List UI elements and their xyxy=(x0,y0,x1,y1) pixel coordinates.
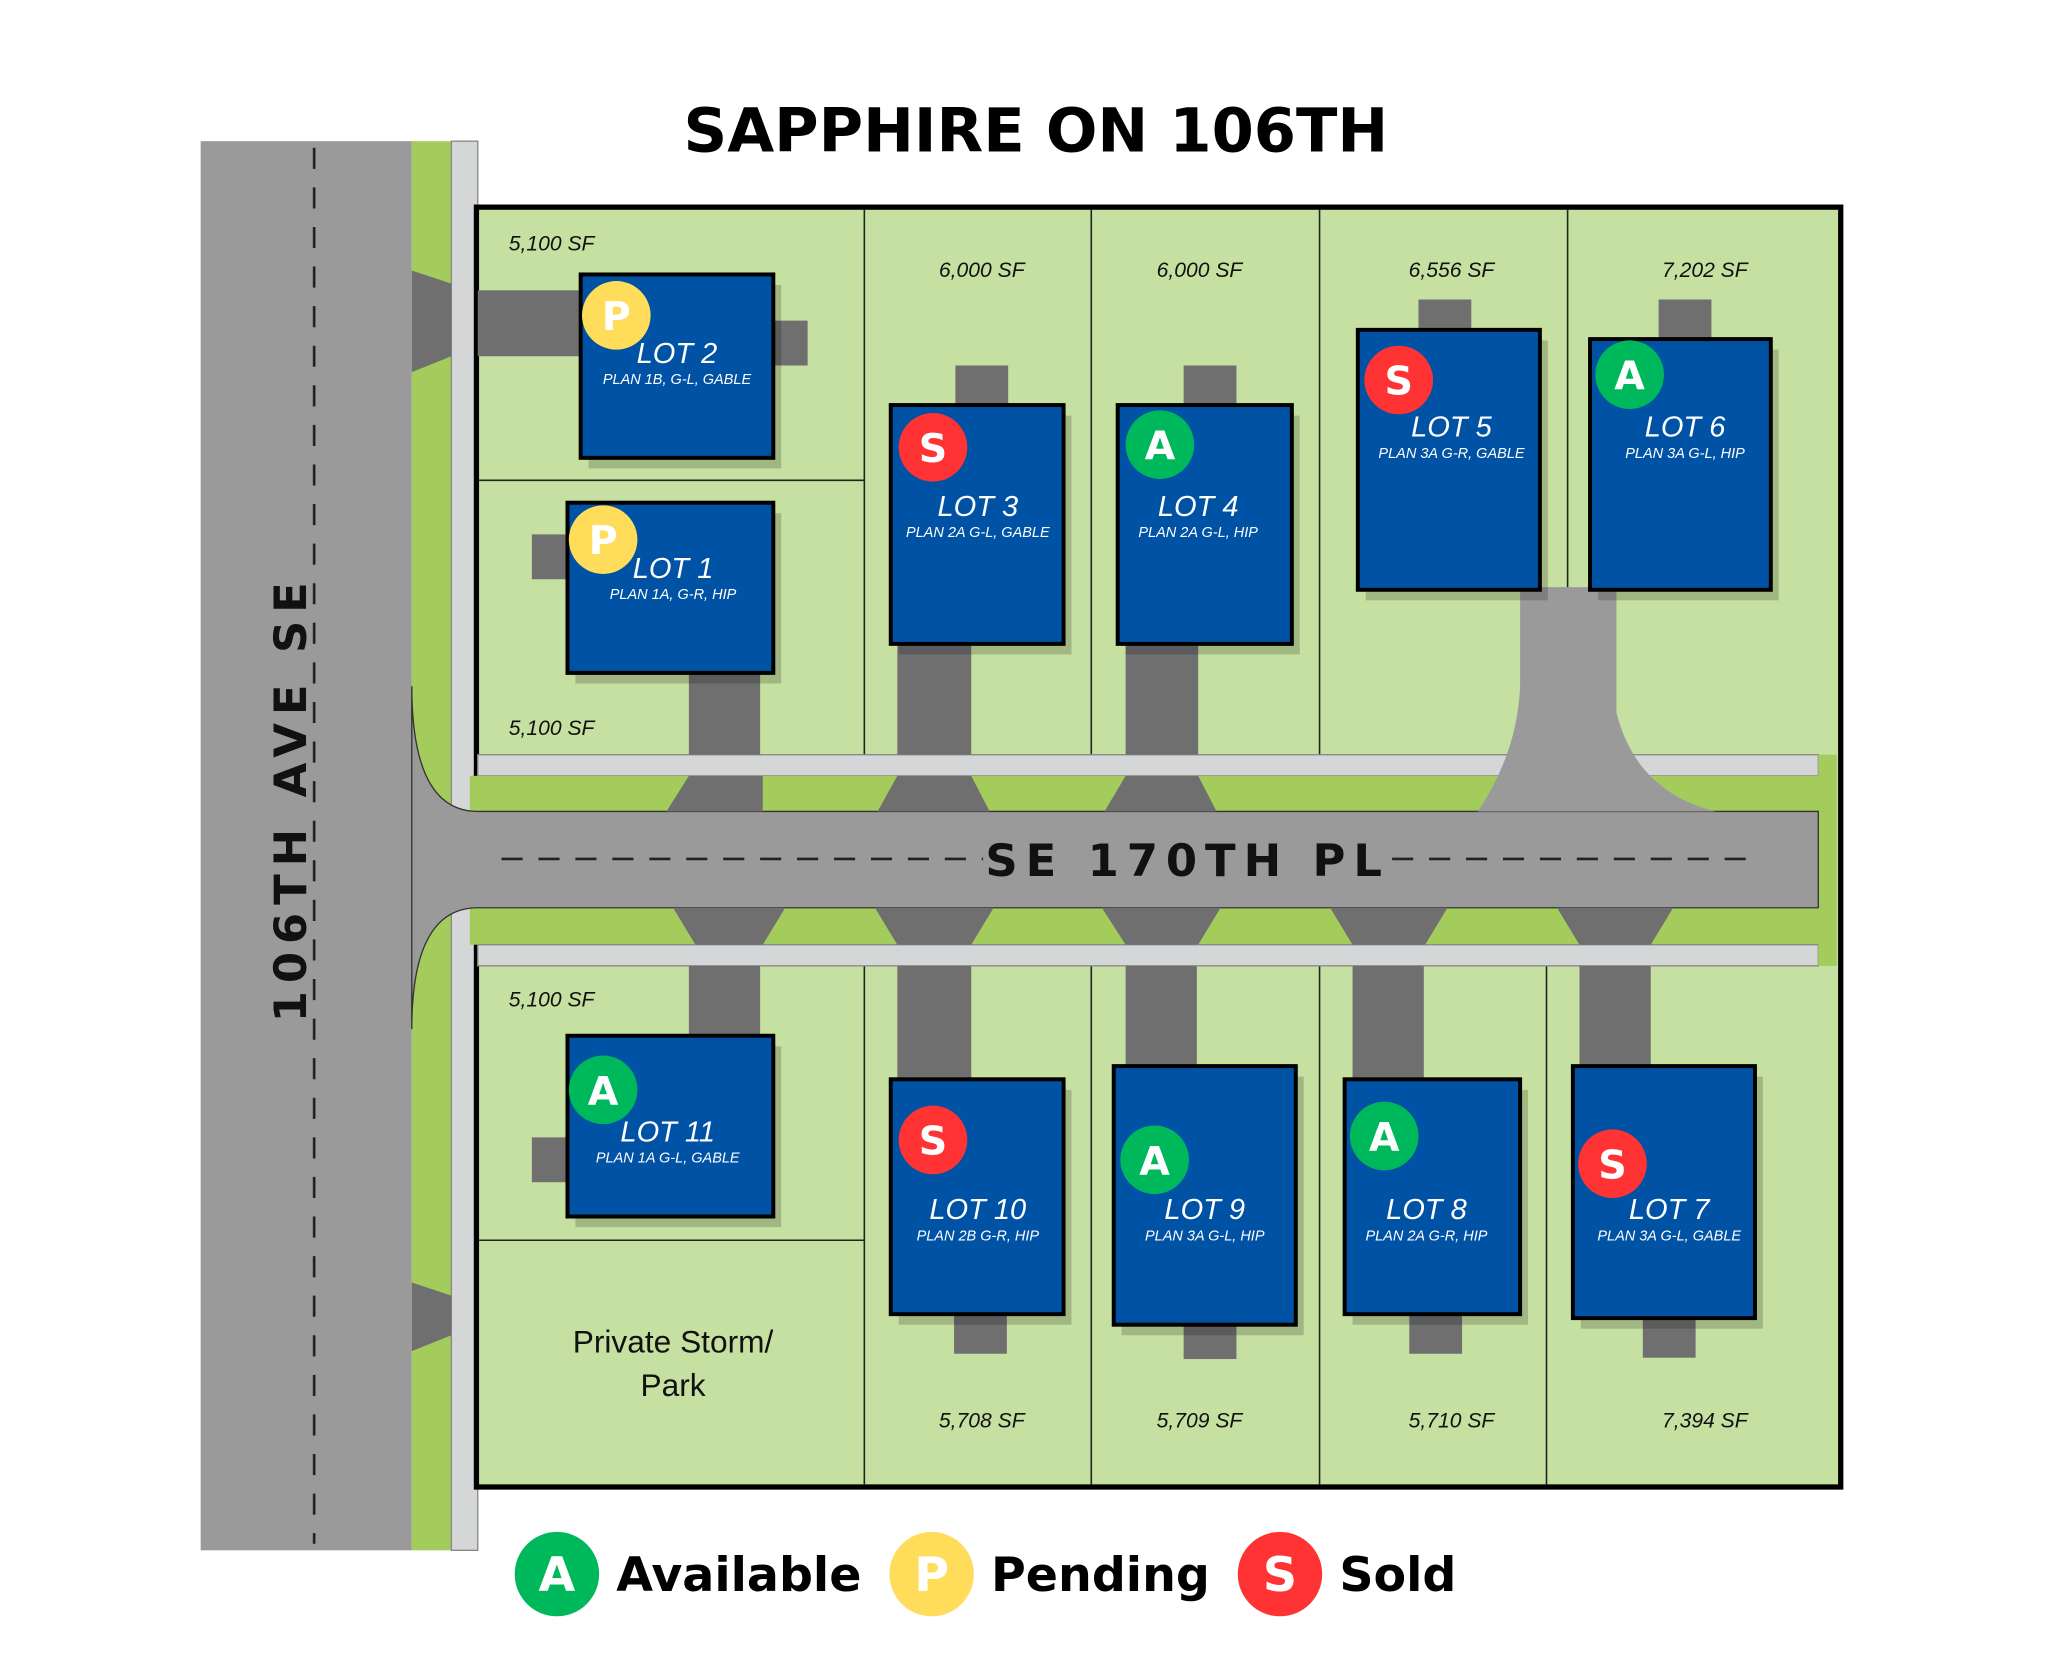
driveways xyxy=(477,290,1712,1360)
lot-plan: PLAN 1B, G-L, GABLE xyxy=(603,372,752,388)
avenue-106th: 106TH AVE SE xyxy=(200,140,479,1551)
lot-plan: PLAN 2A G-L, GABLE xyxy=(906,525,1050,541)
lot-area: 5,100 SF xyxy=(509,989,596,1012)
lot-label: LOT 5 xyxy=(1411,412,1492,444)
legend-label: Sold xyxy=(1339,1548,1456,1603)
lot-label: LOT 10 xyxy=(929,1194,1026,1226)
status-badge-pending xyxy=(568,505,638,574)
status-badge-letter: A xyxy=(1369,1115,1400,1161)
lot-dividers xyxy=(479,209,1569,1485)
lot-plan: PLAN 3A G-L, HIP xyxy=(1625,446,1745,462)
status-badge-letter: P xyxy=(589,518,618,564)
lot-area: 6,000 SF xyxy=(1157,259,1244,282)
status-badge-pending xyxy=(581,281,651,350)
lot-plan: PLAN 3A G-R, GABLE xyxy=(1378,446,1524,462)
lot-area: 7,394 SF xyxy=(1662,1410,1749,1433)
status-badge-letter: S xyxy=(1598,1142,1627,1188)
legend-item-pending: P Pending xyxy=(889,1531,1210,1617)
status-badge-available xyxy=(1120,1125,1189,1195)
legend-item-sold: S Sold xyxy=(1237,1531,1456,1617)
status-badge-letter: S xyxy=(1384,359,1413,405)
legend-badge xyxy=(1237,1531,1323,1617)
status-badge-letter: A xyxy=(1614,353,1645,399)
legend: A Available P Pending S Sold xyxy=(514,1531,1456,1617)
legend-badge-letter: P xyxy=(914,1548,949,1603)
lot-plan: PLAN 2A G-R, HIP xyxy=(1365,1228,1487,1244)
legend-badge xyxy=(889,1531,974,1617)
lot-label: LOT 6 xyxy=(1645,412,1726,444)
status-badge-available xyxy=(1125,410,1195,479)
lot-label: LOT 3 xyxy=(937,491,1018,523)
lot-1[interactable]: P LOT 1 PLAN 1A, G-R, HIP 5,100 SF xyxy=(509,500,782,740)
legend-label: Available xyxy=(616,1548,861,1603)
lot-label: LOT 9 xyxy=(1164,1194,1245,1226)
status-badge-sold xyxy=(898,412,968,482)
lot-area: 6,556 SF xyxy=(1409,259,1496,282)
lot-label: LOT 2 xyxy=(637,338,718,370)
status-badge-letter: A xyxy=(1139,1138,1170,1184)
status-badge-available xyxy=(568,1055,638,1125)
park-label-line2: Park xyxy=(640,1367,705,1403)
legend-badge-letter: S xyxy=(1263,1548,1297,1603)
legend-badge xyxy=(514,1531,600,1617)
lot-4[interactable]: A LOT 4 PLAN 2A G-L, HIP 6,000 SF xyxy=(1115,259,1300,655)
lot-8[interactable]: A LOT 8 PLAN 2A G-R, HIP 5,710 SF xyxy=(1342,1077,1529,1433)
status-badge-letter: P xyxy=(602,294,631,340)
status-badge-letter: A xyxy=(588,1068,619,1114)
status-badge-sold xyxy=(1364,345,1434,415)
lot-area: 5,100 SF xyxy=(509,233,596,256)
lot-label: LOT 1 xyxy=(633,553,714,585)
legend-badge-letter: A xyxy=(539,1548,576,1603)
lot-area: 5,708 SF xyxy=(939,1410,1026,1433)
lot-5[interactable]: S LOT 5 PLAN 3A G-R, GABLE 6,556 SF xyxy=(1355,259,1548,601)
status-badge-available xyxy=(1349,1101,1419,1171)
lot-plan: PLAN 1A, G-R, HIP xyxy=(610,587,737,603)
lot-label: LOT 8 xyxy=(1386,1194,1467,1226)
avenue-label: 106TH AVE SE xyxy=(264,574,317,1022)
lot-9[interactable]: A LOT 9 PLAN 3A G-L, HIP 5,709 SF xyxy=(1111,1064,1304,1433)
lot-3[interactable]: S LOT 3 PLAN 2A G-L, GABLE 6,000 SF xyxy=(888,259,1072,655)
status-badge-letter: S xyxy=(919,426,948,472)
lot-10[interactable]: S LOT 10 PLAN 2B G-R, HIP 5,708 SF xyxy=(888,1077,1072,1433)
lot-plan: PLAN 2A G-L, HIP xyxy=(1138,525,1258,541)
street-label: SE 170TH PL xyxy=(985,834,1390,887)
lot-area: 5,100 SF xyxy=(509,717,596,740)
status-badge-available xyxy=(1595,340,1664,410)
status-badge-sold xyxy=(1578,1129,1647,1199)
lot-plan: PLAN 3A G-L, GABLE xyxy=(1597,1228,1741,1244)
lot-plan: PLAN 2B G-R, HIP xyxy=(917,1228,1040,1244)
lot-plan: PLAN 3A G-L, HIP xyxy=(1145,1228,1265,1244)
status-badge-sold xyxy=(898,1105,968,1175)
house-footprint xyxy=(1111,1064,1298,1327)
lot-label: LOT 7 xyxy=(1629,1194,1711,1226)
lot-area: 6,000 SF xyxy=(939,259,1026,282)
park-label-line1: Private Storm/ xyxy=(573,1323,774,1359)
lot-label: LOT 4 xyxy=(1158,491,1239,523)
lot-area: 5,710 SF xyxy=(1409,1410,1496,1433)
page-title: SAPPHIRE ON 106TH xyxy=(684,97,1389,167)
lot-area: 5,709 SF xyxy=(1157,1410,1244,1433)
private-storm-park: Private Storm/ Park xyxy=(573,1323,774,1403)
status-badge-letter: S xyxy=(919,1119,948,1165)
lot-area: 7,202 SF xyxy=(1662,259,1749,282)
lot-plan: PLAN 1A G-L, GABLE xyxy=(596,1150,740,1166)
legend-item-available: A Available xyxy=(514,1531,861,1617)
legend-label: Pending xyxy=(991,1548,1210,1603)
status-badge-letter: A xyxy=(1145,423,1176,469)
lot-label: LOT 11 xyxy=(620,1116,715,1148)
